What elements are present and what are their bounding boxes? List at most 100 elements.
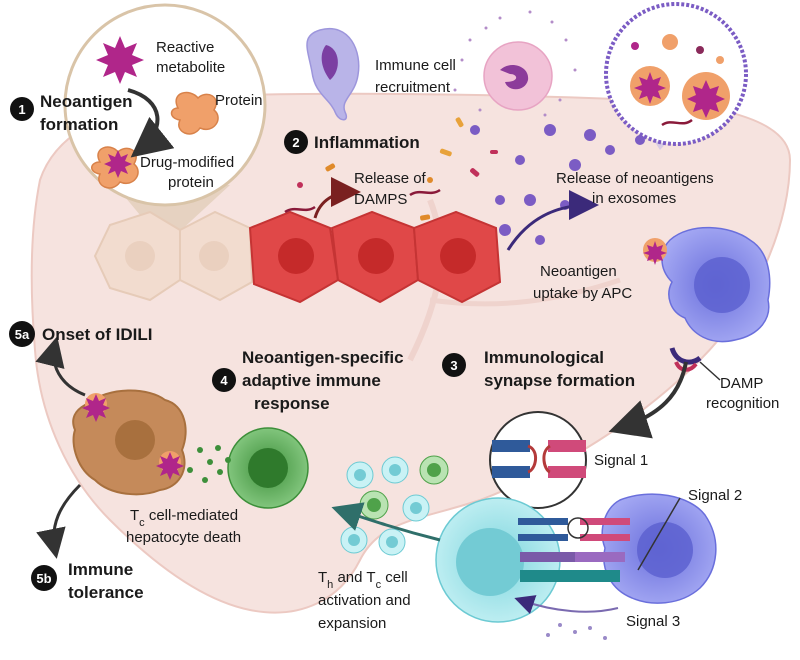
label-in-exosomes: in exosomes <box>592 190 676 207</box>
step-3-title: Immunological <box>484 348 604 367</box>
apc-uptake-neoantigen <box>643 241 667 265</box>
step-4-title-line2: adaptive immune <box>242 371 381 390</box>
exosome-particle <box>631 42 639 50</box>
arrow-to-5b <box>36 483 82 559</box>
badge-step-1-text: 1 <box>18 102 25 117</box>
tcr-block <box>492 440 530 452</box>
step-5a-title: Onset of IDILI <box>42 325 153 344</box>
protein-icon <box>170 91 219 135</box>
step-2-title: Inflammation <box>314 133 420 152</box>
tcr-block <box>492 466 530 478</box>
nucleus <box>125 241 155 271</box>
damp-receptor-icon <box>669 347 702 365</box>
damp-particles <box>284 117 498 221</box>
zoom-circle-signal1 <box>489 411 587 509</box>
label-and-tc: and T <box>333 569 375 586</box>
arrow-formation <box>127 88 175 158</box>
label-damps: DAMPS <box>354 191 407 208</box>
exosome-fragment <box>661 118 693 127</box>
nucleus <box>456 528 524 596</box>
connector-damp <box>699 361 721 381</box>
nucleus <box>694 257 750 313</box>
arrow-exosomes <box>506 190 599 251</box>
label-metabolite: metabolite <box>156 59 225 76</box>
badge-step-5a <box>9 321 35 347</box>
label-recruitment: recruitment <box>375 79 451 96</box>
badge-step-1 <box>10 97 34 121</box>
liver-vein <box>429 277 621 307</box>
badge-step-2 <box>284 130 308 154</box>
exosome-protein <box>662 34 678 50</box>
badge-step-4-text: 4 <box>220 373 228 388</box>
label-signal-1: Signal 1 <box>594 452 648 469</box>
step-5b-title: Immune <box>68 560 133 579</box>
nucleus <box>199 241 229 271</box>
nucleus <box>248 448 288 488</box>
nucleus <box>358 238 394 274</box>
arrow-synapse <box>608 361 688 439</box>
label-expansion: expansion <box>318 615 386 632</box>
arrow-damps <box>313 177 361 219</box>
label-damp: DAMP <box>720 375 763 392</box>
receptor-pairs <box>518 517 630 582</box>
exosome-particle <box>696 46 704 54</box>
particle-cloud <box>453 10 577 117</box>
badge-step-5b <box>31 565 57 591</box>
peptide <box>527 444 537 474</box>
neoantigen-surface <box>82 394 110 422</box>
label-release-of: Release of <box>354 170 427 187</box>
label-protein: Protein <box>215 92 263 109</box>
label-release-neoantigens: Release of neoantigens <box>556 170 714 187</box>
nucleus <box>440 238 476 274</box>
badge-step-4 <box>212 368 236 392</box>
connector-signal2 <box>637 497 681 571</box>
label-th: T <box>318 569 327 586</box>
peptide <box>542 444 551 474</box>
nucleus <box>321 45 338 80</box>
granules <box>177 445 231 483</box>
label-hepatocyte-death: hepatocyte death <box>126 529 241 546</box>
step-1-title-line2: formation <box>40 115 118 134</box>
badge-step-2-text: 2 <box>292 135 299 150</box>
step-4-title-line3: response <box>254 394 330 413</box>
badge-step-3 <box>442 353 466 377</box>
label-tc: T <box>130 507 139 524</box>
label-reactive: Reactive <box>156 39 214 56</box>
label-signal-2: Signal 2 <box>688 487 742 504</box>
label-recognition: recognition <box>706 395 779 412</box>
arrow-to-5a <box>35 336 86 397</box>
bound-metabolite-icon <box>104 150 132 178</box>
exosome-spheres <box>470 124 645 245</box>
nucleus <box>500 65 529 90</box>
step-4-title: Neoantigen-specific <box>242 348 404 367</box>
badge-step-5b-text: 5b <box>36 571 51 586</box>
svg-text:Tc cell-mediated: Tc cell-mediated <box>130 507 238 529</box>
label-drug-modified: Drug-modified <box>140 154 234 171</box>
label-immune-cell: Immune cell <box>375 57 456 74</box>
exosome-particle <box>716 56 724 64</box>
label-activation: activation and <box>318 592 411 609</box>
arrow-signal3 <box>514 595 619 614</box>
label-neoantigen-uptake: Neoantigen <box>540 263 617 280</box>
nucleus <box>115 420 155 460</box>
arrow-expansion <box>331 502 441 542</box>
exosome-neoantigen <box>687 80 725 118</box>
svg-text:Th and Tc cell: Th and Tc cell <box>318 569 408 591</box>
neoantigen-surface <box>156 452 184 480</box>
mhc-block <box>548 466 586 478</box>
label-cell: cell <box>381 569 408 586</box>
exosome-neoantigen <box>634 72 666 104</box>
mhc-block <box>548 440 586 452</box>
label-uptake-by-apc: uptake by APC <box>533 285 632 302</box>
badge-step-3-text: 3 <box>450 358 457 373</box>
signal3-particles <box>546 623 607 640</box>
step-5b-title-line2: tolerance <box>68 583 144 602</box>
reactive-metabolite-icon <box>96 36 144 84</box>
step-1-title: Neoantigen <box>40 92 133 111</box>
tcell-cluster <box>340 455 449 556</box>
label-tc-sub: c <box>376 579 382 591</box>
label-cell-mediated: cell-mediated <box>145 507 238 524</box>
nucleus <box>637 522 693 578</box>
